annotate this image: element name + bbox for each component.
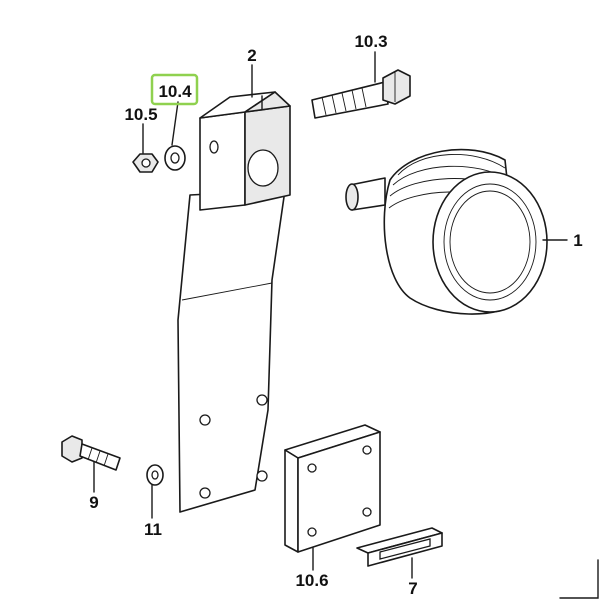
callout-part-1: 1 xyxy=(573,231,582,250)
washer-part-11 xyxy=(146,464,164,486)
shim-part-7 xyxy=(356,527,443,567)
leader-lines xyxy=(93,51,568,579)
bolt-part-9 xyxy=(61,435,121,471)
engine-mount-part-1 xyxy=(345,148,548,315)
callout-part-9: 9 xyxy=(89,493,98,512)
bracket-part-2 xyxy=(177,91,291,513)
highlight-box xyxy=(150,73,199,106)
callout-part-10-4: 10.4 xyxy=(158,82,192,101)
callout-part-10-6: 10.6 xyxy=(295,571,328,590)
callout-part-10-5: 10.5 xyxy=(124,105,157,124)
callout-part-7: 7 xyxy=(408,579,417,598)
callout-part-10-3: 10.3 xyxy=(354,32,387,51)
frame-corner xyxy=(559,559,599,599)
bolt-part-10-3 xyxy=(311,69,411,119)
callout-part-2: 2 xyxy=(247,46,256,65)
washer-part-10-4 xyxy=(164,145,186,171)
callout-part-11: 11 xyxy=(144,520,162,539)
spacer-plate-part-10-6 xyxy=(284,424,381,553)
nut-part-10-5 xyxy=(132,153,159,173)
